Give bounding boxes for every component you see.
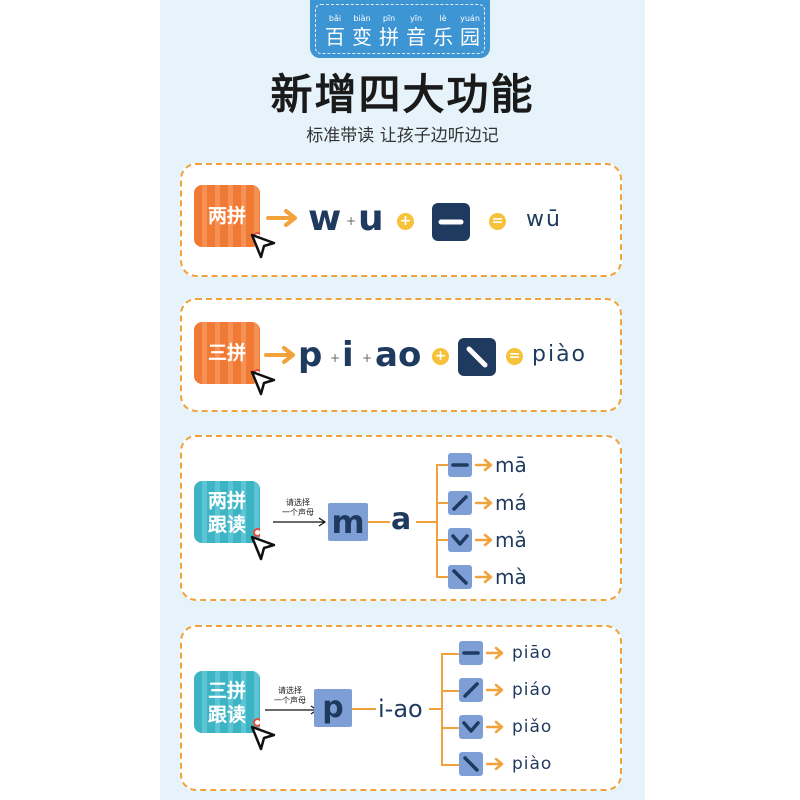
hint-line1: 请选择 [278,686,302,695]
feature-card-two-spell: 两拼 w + u + = wū [180,163,622,277]
plus-circle-icon: + [432,348,449,365]
tone-falling-icon [458,338,496,376]
bracket-tick [436,576,448,578]
poster: bǎi biàn pīn yīn lè yuán 百 变 拼 音 乐 园 新增四… [160,0,645,800]
arrow-right-icon [475,570,493,584]
tone-flat-icon[interactable] [448,453,472,477]
connector-line [429,708,441,710]
tone-falling-icon[interactable] [459,752,483,776]
two-spell-read-button[interactable]: 两拼 跟读 [194,481,260,543]
cursor-icon [250,535,276,561]
cursor-icon [250,370,276,396]
badge-char: 音 [406,25,426,49]
badge-char: 变 [352,25,372,49]
tone-flat-icon[interactable] [459,641,483,665]
bracket-line [441,653,443,765]
tone-result: piáo [512,680,553,700]
tone-flat-icon [432,203,470,241]
bracket-tick [441,727,459,729]
badge-char: 百 [325,25,345,49]
bracket-tick [436,464,448,466]
arrow-right-icon [266,209,297,227]
app-title-badge: bǎi biàn pīn yīn lè yuán 百 变 拼 音 乐 园 [310,0,490,58]
result-pinyin: wū [526,207,562,232]
tone-dipping-icon[interactable] [448,528,472,552]
arrow-right-icon [486,720,504,734]
badge-pinyin: pīn [382,14,396,23]
bracket-tick [441,690,459,692]
tone-result: piāo [512,643,553,663]
final-letters: i-ao [378,695,423,723]
hint-line1: 请选择 [286,498,310,507]
hint-line2: 一个声母 [282,508,314,517]
bracket-tick [441,764,459,766]
letter-ao: ao [375,335,422,375]
page-title: 新增四大功能 [270,70,535,119]
feature-card-three-spell: 三拼 p + i + ao + = piào [180,298,622,412]
tone-result: mà [495,565,527,589]
badge-pinyin: yīn [409,14,423,23]
arrow-right-icon [486,683,504,697]
click-dot-icon [253,528,260,537]
badge-pinyin: lè [439,14,447,23]
tone-dipping-icon[interactable] [459,715,483,739]
arrow-right-icon [475,496,493,510]
result-pinyin: piào [532,342,588,367]
initial-select-box[interactable]: m [328,503,368,541]
tone-result: piǎo [512,717,553,737]
badge-char: 拼 [379,25,399,49]
bracket-tick [436,539,448,541]
tone-result: mǎ [495,528,527,552]
arrow-right-icon [486,757,504,771]
hint-arrow-icon [273,517,327,527]
feature-card-three-spell-read: 三拼 跟读 请选择 一个声母 p i-ao piāo piáo piǎo pià… [180,625,622,791]
bracket-tick [441,653,459,655]
badge-char: 园 [460,25,480,49]
hint-arrow-icon [265,705,319,715]
hint-line2: 一个声母 [274,696,306,705]
two-spell-button[interactable]: 两拼 [194,185,260,247]
tone-falling-icon[interactable] [448,565,472,589]
arrow-right-icon [475,533,493,547]
arrow-right-icon [486,646,504,660]
letter-w: w [308,198,342,239]
arrow-right-icon [475,458,493,472]
cursor-icon [250,233,276,259]
tone-result: piào [512,754,553,774]
connector-line [352,708,376,710]
plus-sign: + [362,351,373,365]
badge-char: 乐 [433,25,453,49]
final-letter: a [391,502,412,537]
letter-p: p [298,335,323,375]
tone-result: mā [495,453,527,477]
tone-rising-icon[interactable] [459,678,483,702]
click-dot-icon [253,718,260,727]
arrow-right-icon [264,346,295,364]
tone-rising-icon[interactable] [448,491,472,515]
connector-line [368,521,390,523]
plus-circle-icon: + [397,213,414,230]
letter-i: i [342,335,354,375]
tone-result: má [495,491,527,515]
plus-sign: + [346,214,357,228]
plus-sign: + [330,351,341,365]
bracket-tick [436,502,448,504]
badge-pinyin: bǎi [328,14,342,23]
letter-u: u [358,198,384,239]
three-spell-read-button[interactable]: 三拼 跟读 [194,671,260,733]
page-subtitle: 标准带读 让孩子边听边记 [306,126,499,146]
bracket-line [436,464,438,577]
feature-card-two-spell-read: 两拼 跟读 请选择 一个声母 m a mā má mǎ mà [180,435,622,601]
badge-pinyin: yuán [460,14,480,23]
badge-pinyin: biàn [353,14,371,23]
equals-circle-icon: = [489,213,506,230]
equals-circle-icon: = [506,348,523,365]
cursor-icon [250,725,276,751]
initial-select-box[interactable]: p [314,689,352,727]
connector-line [416,521,436,523]
